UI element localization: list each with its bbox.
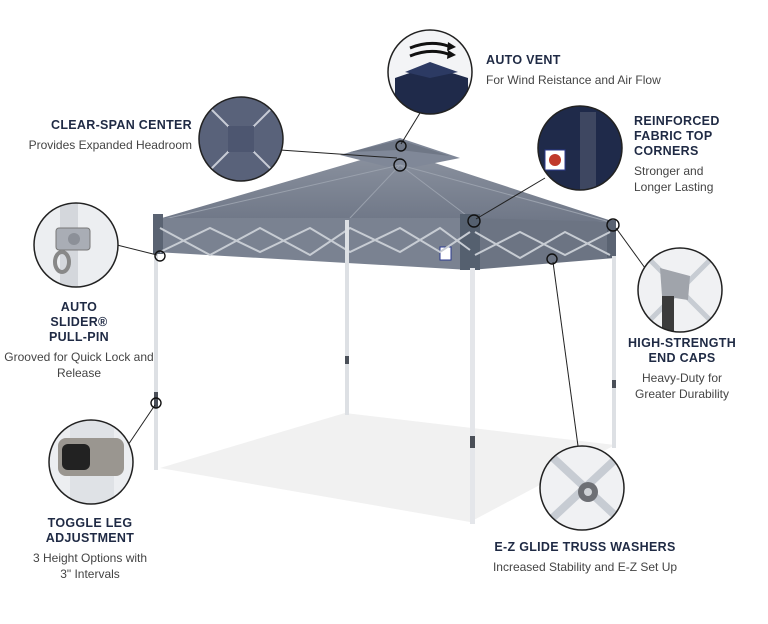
truss-washers-description: Increased Stability and E-Z Set Up	[492, 560, 678, 574]
auto-slider-description: Grooved for Quick Lock and Release	[4, 350, 154, 380]
auto-slider-title: AUTO SLIDER® PULL-PIN	[48, 300, 110, 344]
canopy-legs	[154, 220, 616, 524]
reinforced-corners-title: REINFORCED FABRIC TOP CORNERS	[634, 114, 720, 158]
truss-washers-detail-image	[539, 445, 625, 531]
clear-span-title: CLEAR-SPAN CENTER	[51, 118, 192, 132]
clear-span-description: Provides Expanded Headroom	[28, 138, 192, 152]
end-caps-description: Heavy-Duty for Greater Durability	[634, 371, 730, 401]
callout-leaders	[116, 112, 646, 447]
clear-span-detail-image	[198, 96, 284, 182]
auto-vent-callout: AUTO VENT For Wind Reistance and Air Flo…	[486, 53, 716, 88]
ground-shadow	[160, 413, 615, 522]
auto-vent-title: AUTO VENT	[486, 53, 561, 67]
toggle-leg-title: TOGGLE LEG ADJUSTMENT	[45, 516, 135, 545]
end-caps-detail-image	[637, 247, 723, 333]
reinforced-corners-detail-image	[537, 105, 623, 191]
auto-slider-detail-image	[33, 202, 119, 288]
canopy-valance	[153, 214, 616, 270]
truss-frame	[159, 226, 611, 260]
toggle-leg-description: 3 Height Options with 3" Intervals	[32, 551, 148, 581]
toggle-leg-detail-image	[48, 419, 134, 505]
reinforced-corners-callout: REINFORCED FABRIC TOP CORNERS Stronger a…	[634, 114, 744, 195]
end-caps-title: HIGH-STRENGTH END CAPS	[627, 336, 737, 365]
truss-washers-title: E-Z GLIDE TRUSS WASHERS	[494, 540, 676, 554]
hotspot-markers	[150, 140, 620, 409]
reinforced-corners-description: Stronger and Longer Lasting	[634, 164, 714, 194]
truss-washers-callout: E-Z GLIDE TRUSS WASHERS Increased Stabil…	[470, 540, 700, 575]
auto-vent-detail-image	[387, 29, 473, 115]
end-caps-callout: HIGH-STRENGTH END CAPS Heavy-Duty for Gr…	[622, 336, 742, 402]
clear-span-callout: CLEAR-SPAN CENTER Provides Expanded Head…	[10, 118, 192, 153]
auto-vent-description: For Wind Reistance and Air Flow	[486, 73, 661, 87]
canopy-roof	[155, 138, 615, 223]
toggle-leg-callout: TOGGLE LEG ADJUSTMENT 3 Height Options w…	[30, 516, 150, 582]
auto-slider-callout: AUTO SLIDER® PULL-PIN Grooved for Quick …	[4, 300, 154, 381]
